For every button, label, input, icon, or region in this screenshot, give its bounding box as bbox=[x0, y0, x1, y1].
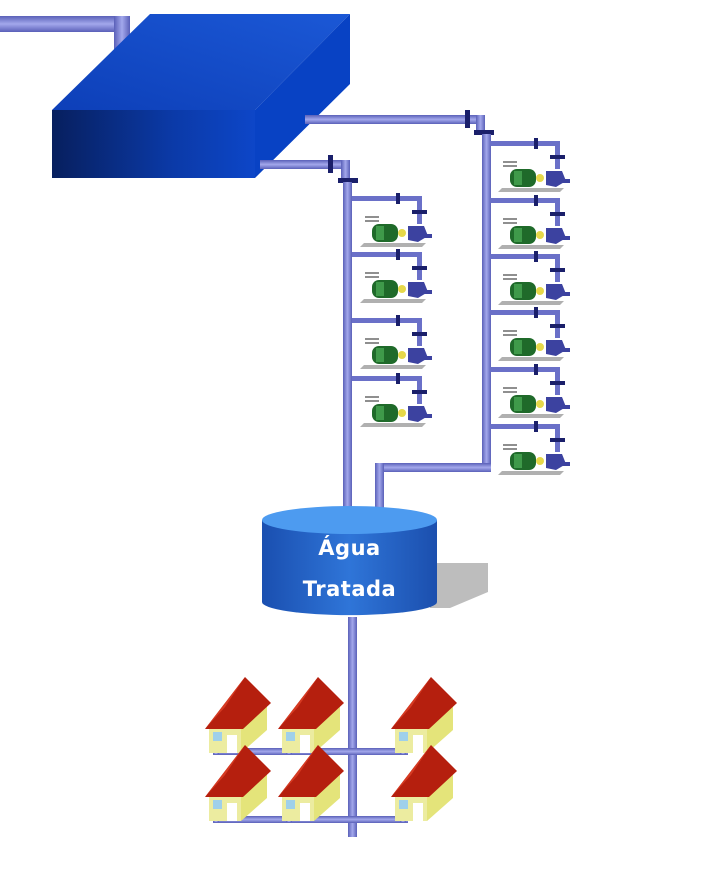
house-5 bbox=[278, 745, 344, 821]
pump-unit-right-6 bbox=[490, 421, 570, 475]
reservoir-box bbox=[52, 14, 350, 178]
pump-unit-left-4 bbox=[352, 373, 432, 427]
pump-unit-right-4 bbox=[490, 307, 570, 361]
tank-label-line2: Tratada bbox=[302, 577, 397, 601]
tank-label-line1: Água bbox=[318, 536, 381, 560]
house-6 bbox=[391, 745, 457, 821]
house-3 bbox=[391, 677, 457, 753]
pump-unit-right-1 bbox=[490, 138, 570, 192]
pump-unit-left-3 bbox=[352, 315, 432, 369]
pump-unit-left-1 bbox=[352, 193, 432, 247]
pump-bank-right bbox=[490, 138, 570, 475]
pipe-to-left-bank bbox=[260, 155, 358, 509]
pump-bank-left bbox=[352, 193, 432, 427]
treated-water-tank bbox=[262, 506, 488, 616]
house-4 bbox=[205, 745, 271, 821]
pump-unit-right-2 bbox=[490, 195, 570, 249]
house-2 bbox=[278, 677, 344, 753]
house-1 bbox=[205, 677, 271, 753]
pipe-to-right-bank bbox=[305, 110, 494, 509]
houses bbox=[205, 677, 457, 821]
pump-unit-right-3 bbox=[490, 251, 570, 305]
pump-unit-left-2 bbox=[352, 249, 432, 303]
pump-unit-right-5 bbox=[490, 364, 570, 418]
